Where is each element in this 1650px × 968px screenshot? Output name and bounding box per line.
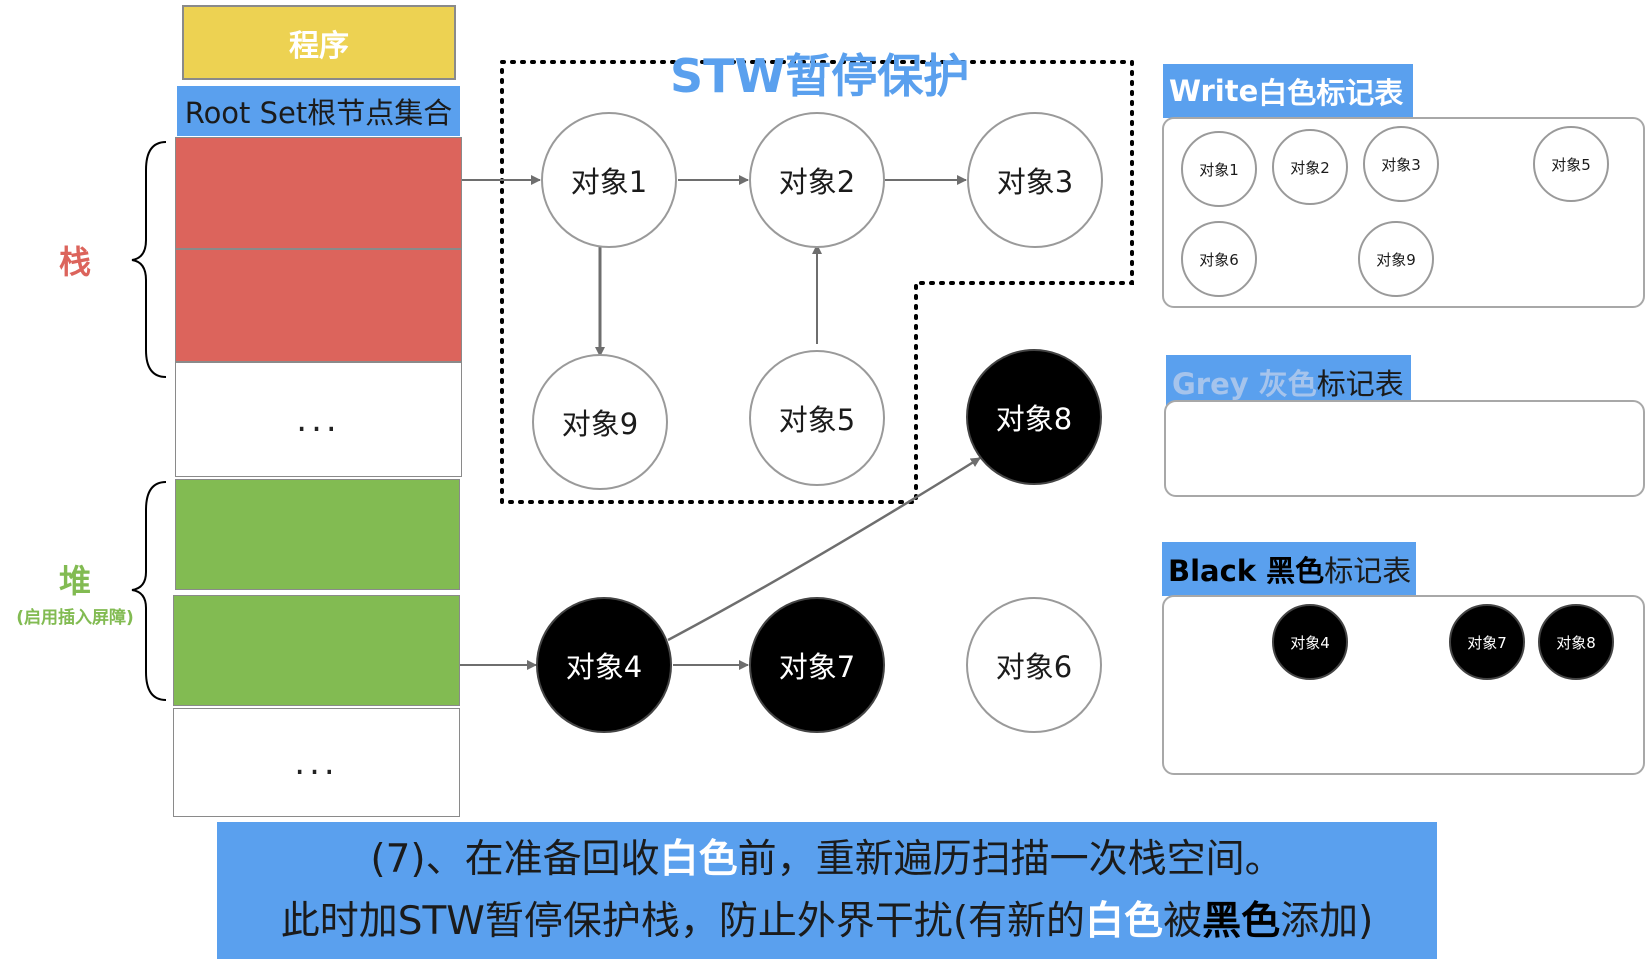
- node-obj6: 对象6: [966, 597, 1102, 733]
- heap-barrier-note: (启用插入屏障): [16, 608, 134, 628]
- node-obj9: 对象9: [532, 354, 668, 490]
- program-label: 程序: [289, 28, 349, 64]
- root-set-label: Root Set根节点集合: [177, 86, 460, 136]
- stack-ellipsis: ...: [296, 399, 341, 440]
- grey-table: [1164, 400, 1645, 497]
- stack-brace: [131, 141, 167, 378]
- heap-label: 堆: [58, 562, 91, 600]
- program-box: 程序: [182, 5, 456, 80]
- grey-table-title: Grey 灰色标记表: [1166, 355, 1411, 409]
- node-obj3: 对象3: [967, 112, 1103, 248]
- heap-ellipsis-block: ...: [173, 708, 460, 817]
- white-item-obj2: 对象2: [1272, 129, 1348, 205]
- heap-block-1: [175, 479, 460, 590]
- stack-block-1: [175, 137, 462, 249]
- stw-protection-region: [500, 60, 1134, 504]
- stack-block-2: [175, 249, 462, 362]
- edge-obj4-obj8: [667, 456, 981, 642]
- node-obj5: 对象5: [749, 350, 885, 486]
- white-table-title: Write 白色标记表: [1163, 64, 1413, 118]
- caption-box: (7)、在准备回收白色前，重新遍历扫描一次栈空间。 此时加STW暂停保护栈，防止…: [217, 822, 1437, 959]
- caption-line-1: (7)、在准备回收白色前，重新遍历扫描一次栈空间。: [370, 836, 1284, 882]
- node-obj8: 对象8: [966, 349, 1102, 485]
- heap-brace: [131, 481, 167, 701]
- stack-label: 栈: [58, 243, 91, 281]
- heap-ellipsis: ...: [294, 742, 339, 783]
- white-item-obj5: 对象5: [1533, 126, 1609, 202]
- node-obj7: 对象7: [749, 597, 885, 733]
- black-item-obj8: 对象8: [1538, 604, 1614, 680]
- white-item-obj9: 对象9: [1358, 221, 1434, 297]
- caption-line-2: 此时加STW暂停保护栈，防止外界干扰(有新的白色被黑色添加): [280, 898, 1374, 944]
- white-item-obj1: 对象1: [1181, 131, 1257, 207]
- black-item-obj4: 对象4: [1272, 604, 1348, 680]
- node-obj2: 对象2: [749, 112, 885, 248]
- node-obj1: 对象1: [541, 112, 677, 248]
- stw-title: STW暂停保护: [670, 49, 970, 103]
- stack-ellipsis-block: ...: [175, 362, 462, 477]
- node-obj4: 对象4: [536, 597, 672, 733]
- white-item-obj6: 对象6: [1181, 221, 1257, 297]
- black-item-obj7: 对象7: [1449, 604, 1525, 680]
- heap-block-2: [173, 595, 460, 706]
- black-table-title: Black 黑色标记表: [1162, 542, 1416, 596]
- white-item-obj3: 对象3: [1363, 126, 1439, 202]
